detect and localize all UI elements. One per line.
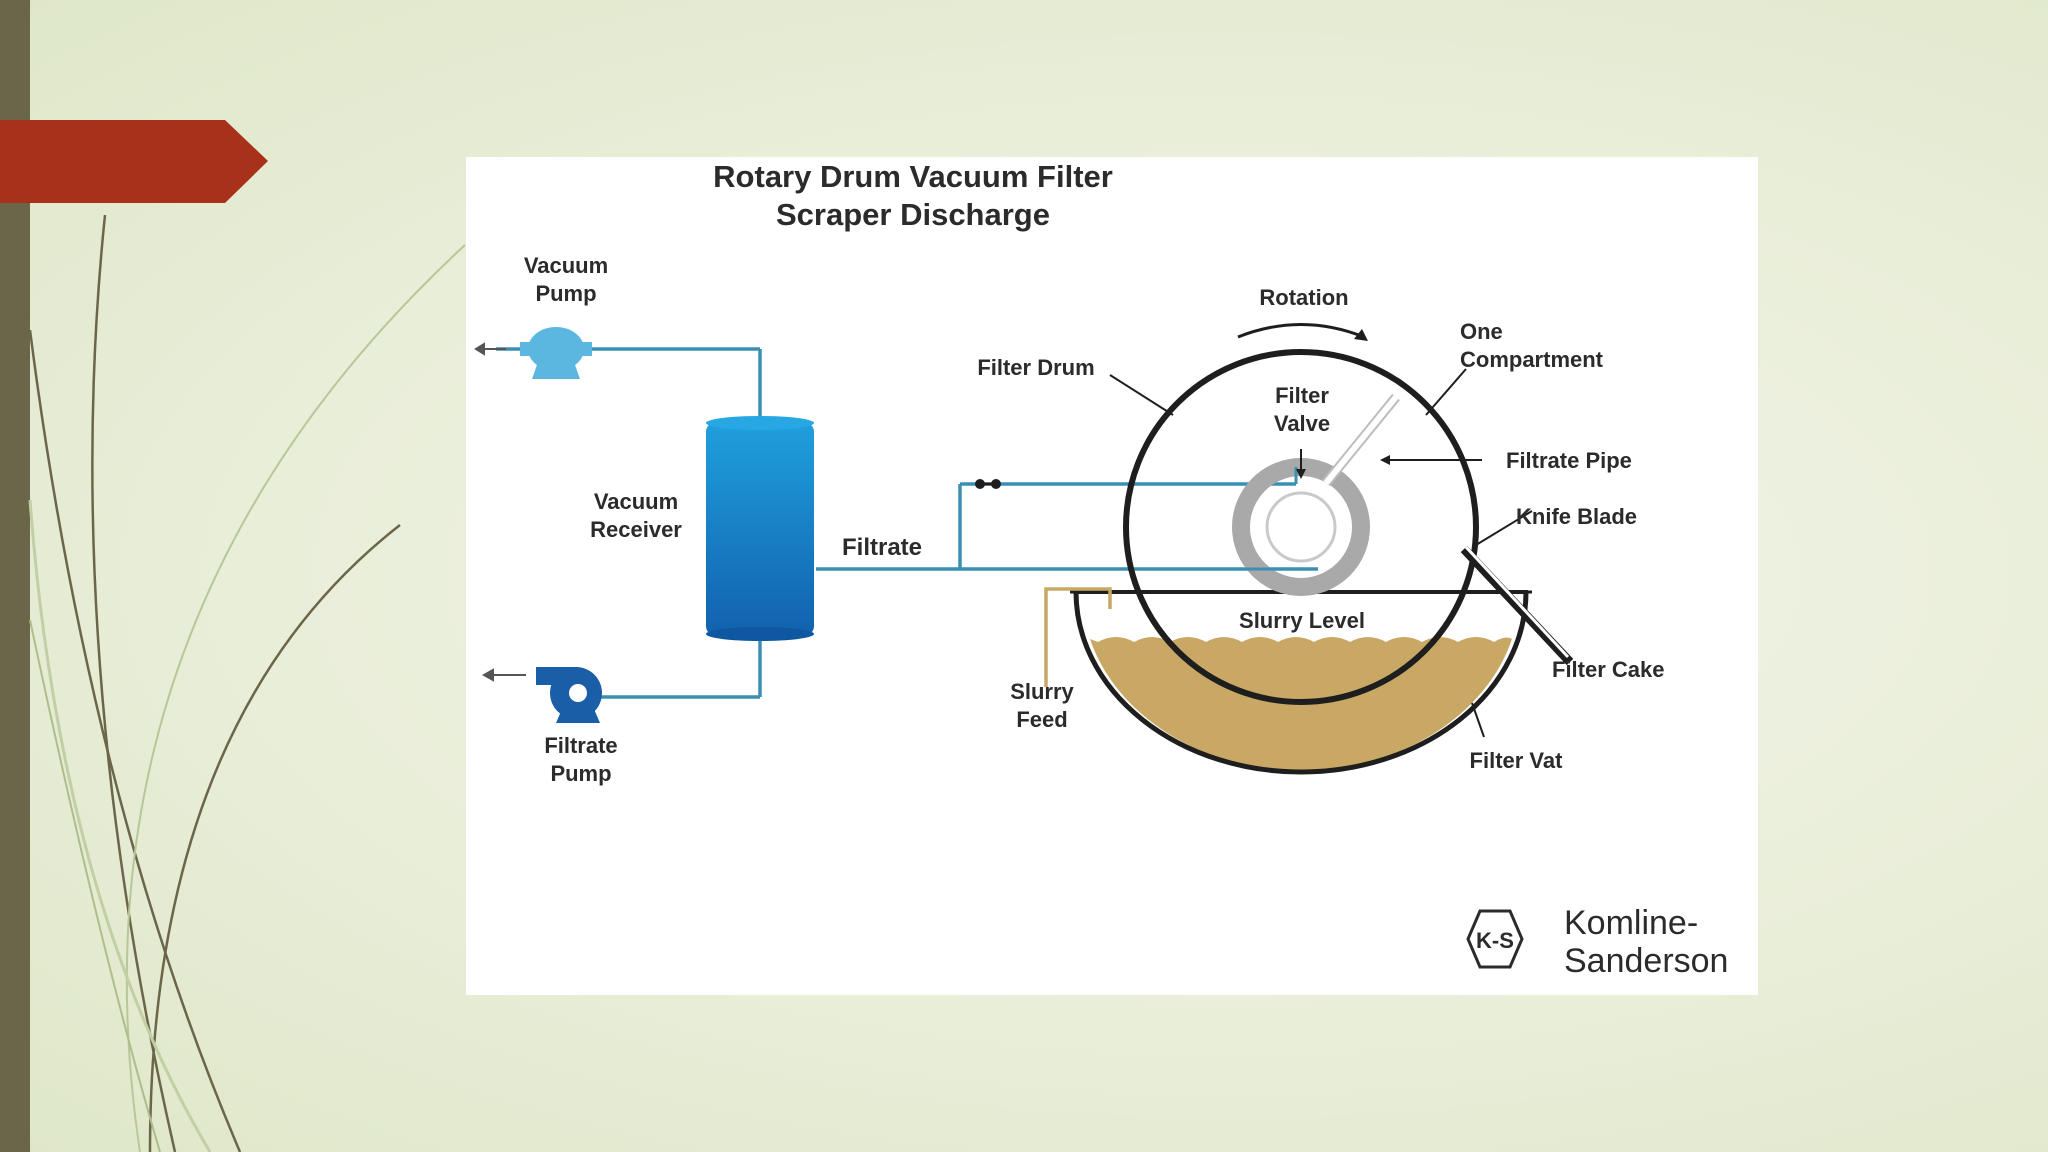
label-slurry-level: Slurry Level xyxy=(1239,608,1365,633)
leader-lines xyxy=(1109,368,1533,738)
label-one-compartment-line2: Compartment xyxy=(1460,347,1604,372)
label-slurry-feed-line2: Feed xyxy=(1016,707,1067,732)
label-filtrate-pipe: Filtrate Pipe xyxy=(1506,448,1632,473)
label-vacuum-receiver-line2: Receiver xyxy=(590,517,682,542)
diagram-title-line2: Scraper Discharge xyxy=(776,197,1050,232)
label-filtrate-pump-line2: Pump xyxy=(550,761,611,786)
logo-text-line1: Komline- xyxy=(1564,904,1698,942)
logo-mark-text: K-S xyxy=(1476,928,1514,953)
knife-blade xyxy=(1460,545,1574,666)
label-vacuum-pump-line2: Pump xyxy=(535,281,596,306)
label-one-compartment-line1: One xyxy=(1460,319,1503,344)
label-filter-valve-line1: Filter xyxy=(1275,383,1329,408)
drum-filtrate-lines xyxy=(1226,467,1298,571)
diagram-title-line1: Rotary Drum Vacuum Filter xyxy=(713,159,1113,194)
label-rotation: Rotation xyxy=(1259,285,1348,310)
label-filter-drum: Filter Drum xyxy=(977,355,1094,380)
label-filtrate-pump-line1: Filtrate xyxy=(544,733,617,758)
label-filter-vat: Filter Vat xyxy=(1470,748,1564,773)
slurry-feed-pipe xyxy=(1044,587,1112,687)
label-knife-blade: Knife Blade xyxy=(1516,504,1637,529)
rotation-arrow xyxy=(1237,323,1365,339)
outflow-arrows xyxy=(474,342,526,682)
label-filter-cake: Filter Cake xyxy=(1552,657,1665,682)
vacuum-pump-icon xyxy=(520,327,592,379)
label-vacuum-receiver-line1: Vacuum xyxy=(594,489,678,514)
line-valve-icon xyxy=(975,479,1001,489)
label-filter-valve-line2: Valve xyxy=(1274,411,1330,436)
label-slurry-feed-line1: Slurry xyxy=(1010,679,1074,704)
komline-sanderson-logo: K-S Komline- Sanderson xyxy=(1466,904,1728,980)
rotation-arrowhead xyxy=(1354,329,1368,341)
logo-text-line2: Sanderson xyxy=(1564,942,1728,980)
decorative-curves xyxy=(28,214,466,1152)
filtrate-pump-icon xyxy=(536,667,602,723)
title-accent-arrow xyxy=(0,120,268,203)
filter-drum xyxy=(1123,349,1479,705)
logo-mark-icon xyxy=(1466,909,1524,969)
diagram-image: Rotary Drum Vacuum Filter Scraper Discha… xyxy=(466,157,1758,995)
label-vacuum-pump-line1: Vacuum xyxy=(524,253,608,278)
vacuum-receiver-tank xyxy=(706,416,814,641)
label-filtrate: Filtrate xyxy=(842,534,922,561)
rotary-drum-diagram: Rotary Drum Vacuum Filter Scraper Discha… xyxy=(474,159,1728,980)
